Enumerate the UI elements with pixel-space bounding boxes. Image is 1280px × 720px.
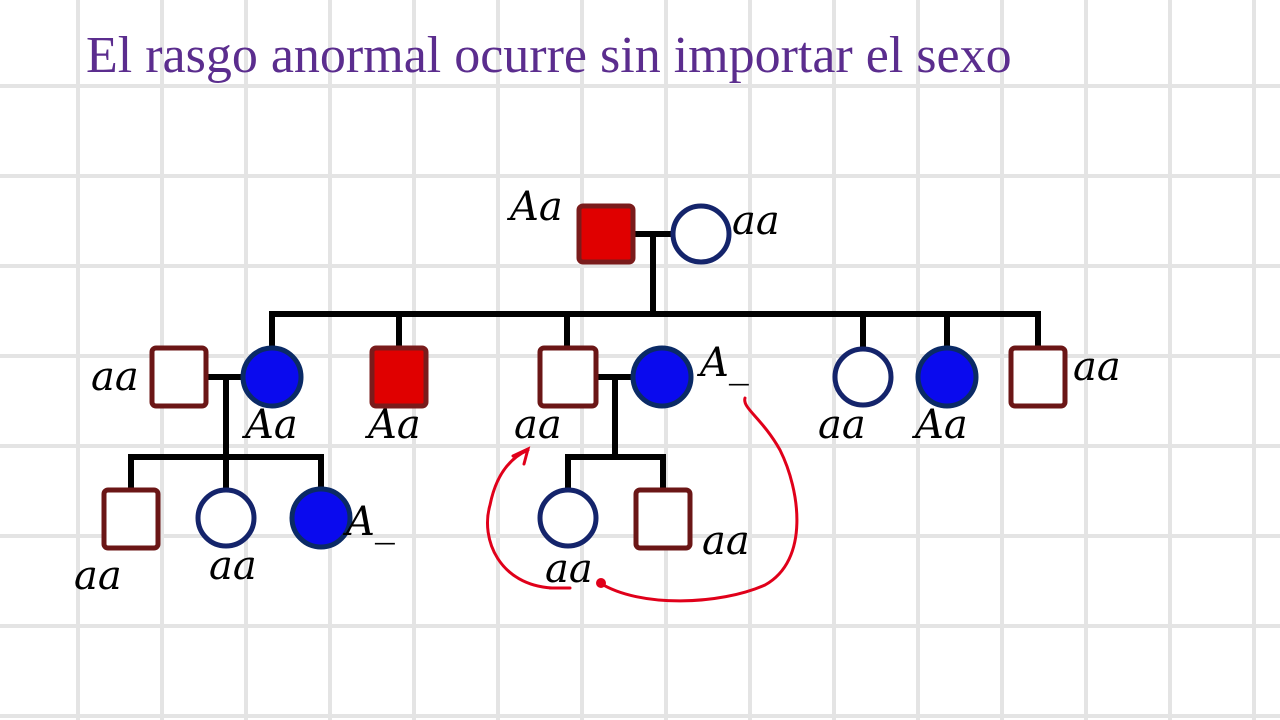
affected-male-square — [576, 203, 636, 265]
unaffected-male-square — [149, 345, 209, 409]
unaffected-male-square — [537, 345, 599, 409]
genotype-label: aa — [74, 553, 122, 599]
genotype-label: aa — [545, 546, 593, 592]
genotype-label: aa — [209, 543, 257, 589]
affected-male-square — [369, 345, 429, 409]
page-title: El rasgo anormal ocurre sin importar el … — [86, 27, 1012, 84]
unaffected-female-circle — [195, 487, 257, 549]
affected-female-circle — [915, 345, 979, 409]
genotype-label: aa — [91, 354, 139, 400]
unaffected-male-square — [101, 487, 161, 551]
unaffected-male-square — [633, 487, 693, 551]
genotype-label: aa — [1073, 344, 1121, 390]
genotype-label: Aa — [364, 402, 421, 448]
annotation-arrow-right — [598, 396, 799, 603]
annotation-arrow-left — [486, 448, 554, 590]
unaffected-female-circle — [670, 203, 732, 265]
genotype-label: Aa — [506, 184, 563, 230]
genotype-label: aa — [818, 402, 866, 448]
genotype-label: aa — [732, 198, 780, 244]
genotype-label: Aa — [241, 402, 298, 448]
affected-female-circle — [240, 345, 304, 409]
affected-female-circle — [630, 345, 694, 409]
unaffected-female-circle — [832, 346, 894, 408]
genotype-label: Aa — [911, 402, 968, 448]
unaffected-female-circle — [537, 487, 599, 549]
annotation-arrowhead — [511, 446, 531, 466]
affected-female-circle — [289, 486, 353, 550]
unaffected-male-square — [1008, 345, 1068, 409]
genotype-label: aa — [514, 402, 562, 448]
annotation-arrows — [486, 396, 799, 603]
genotype-label: A_ — [696, 340, 749, 386]
annotation-dot — [596, 578, 606, 588]
genotype-label: aa — [702, 518, 750, 564]
pedigree-lines — [128, 231, 1041, 493]
genotype-label: A_ — [342, 499, 395, 545]
